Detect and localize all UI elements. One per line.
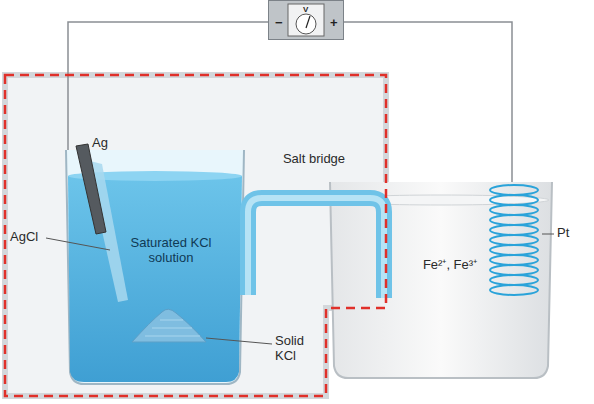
- coil-turn: [490, 195, 538, 205]
- coil-turn: [490, 255, 538, 265]
- wire: [344, 22, 512, 186]
- terminal-sign: +: [330, 16, 338, 29]
- coating-label: AgCl: [10, 230, 38, 245]
- ion-label: Fe²⁺, Fe³⁺: [400, 258, 500, 273]
- electrode-label: Pt: [557, 226, 569, 241]
- solid-kcl-pile: [132, 309, 206, 342]
- terminal-sign: −: [275, 16, 283, 29]
- meter-symbol: V: [303, 6, 308, 14]
- coil-turn: [490, 285, 538, 295]
- wire: [68, 22, 268, 152]
- coil-turn: [490, 225, 538, 235]
- coil-turn: [490, 275, 538, 285]
- silver-electrode: [76, 144, 106, 234]
- region-shadow: [5, 75, 386, 396]
- dashed-outline: [5, 75, 386, 396]
- leader-line: [46, 238, 110, 250]
- coil-turn: [490, 185, 538, 195]
- coil-turn: [490, 265, 538, 275]
- leader-line: [206, 338, 272, 344]
- salt-bridge: [248, 198, 384, 298]
- platinum-coil: [490, 185, 538, 295]
- right-beaker: [330, 182, 552, 378]
- bridge-label: Salt bridge: [268, 152, 360, 167]
- solid-label: Solid KCl: [275, 334, 319, 364]
- pile-texture: [145, 320, 200, 336]
- salt-bridge-highlight: [248, 198, 384, 298]
- electrode-label: Ag: [92, 136, 108, 151]
- coil-turn: [490, 215, 538, 225]
- solution-label: Saturated KCl solution: [116, 236, 226, 266]
- voltmeter: − V +: [268, 0, 344, 40]
- coil-turn: [490, 235, 538, 245]
- leader-line: [542, 234, 554, 235]
- coil-turn: [490, 205, 538, 215]
- coil-turn: [490, 245, 538, 255]
